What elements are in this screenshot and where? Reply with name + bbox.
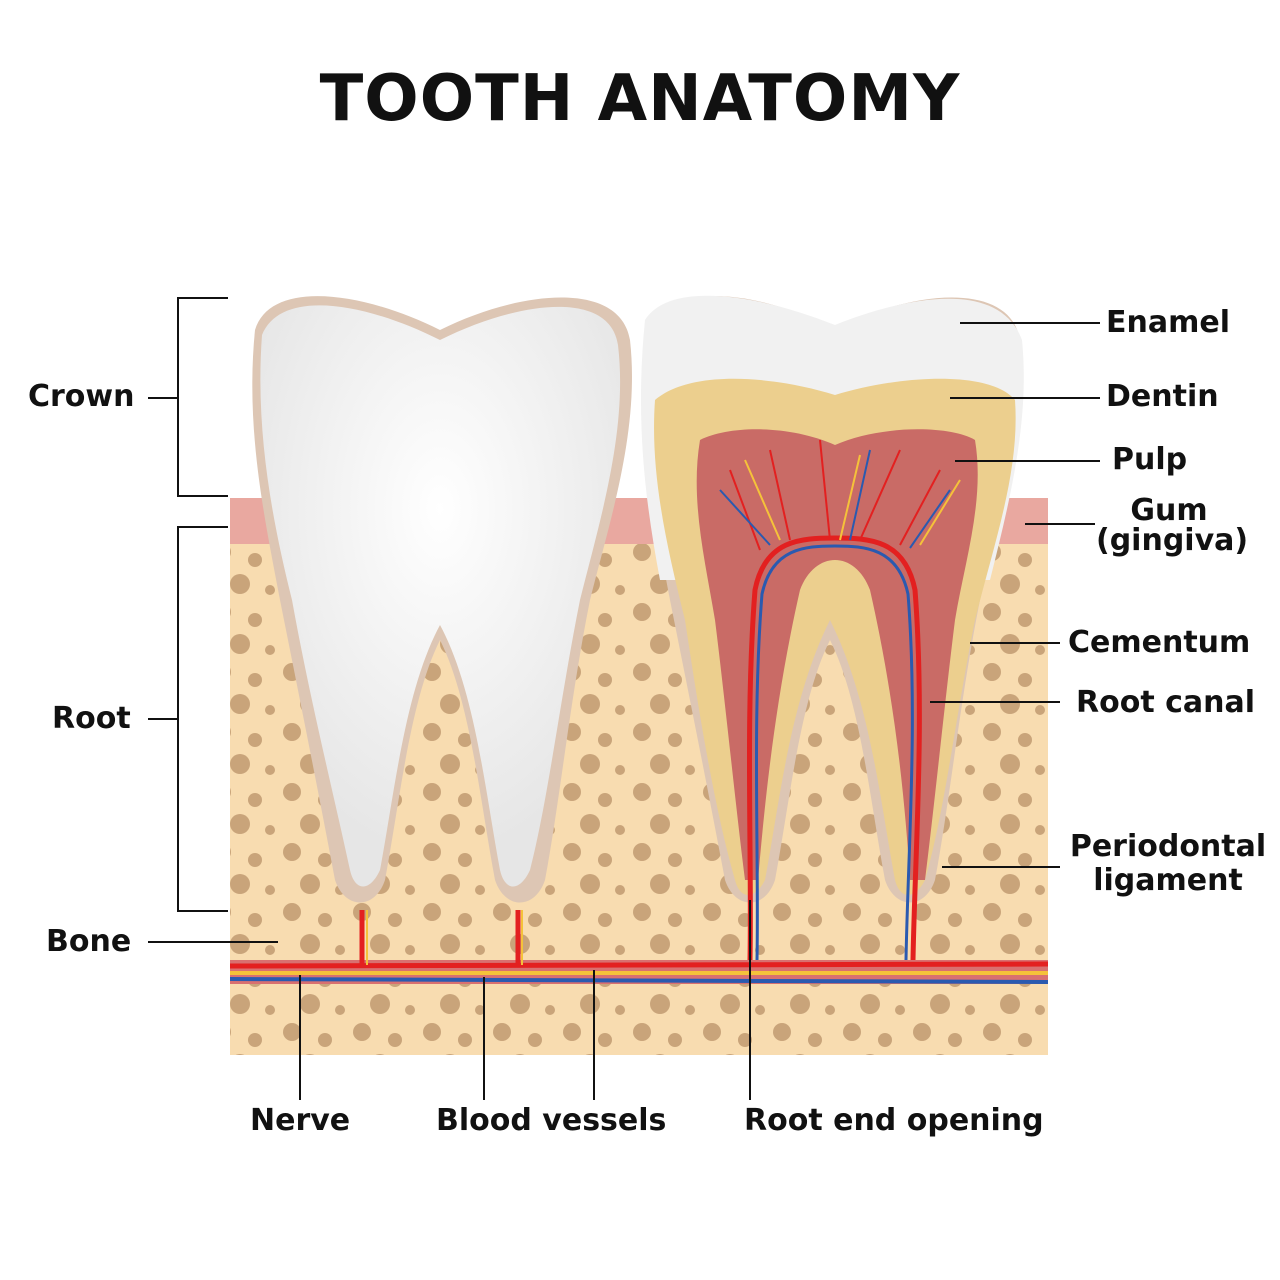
label-gum: Gum (gingiva) xyxy=(1096,493,1249,558)
label-enamel: Enamel xyxy=(1106,305,1230,340)
label-root: Root xyxy=(52,701,131,736)
gum-sub-text: (gingiva) xyxy=(1096,523,1249,558)
periodontal-sub-text: ligament xyxy=(1093,863,1243,898)
label-nerve: Nerve xyxy=(250,1103,351,1138)
label-root-end-opening: Root end opening xyxy=(744,1103,1044,1138)
label-periodontal: Periodontal ligament xyxy=(1068,830,1268,898)
periodontal-text: Periodontal xyxy=(1069,829,1267,864)
label-crown: Crown xyxy=(28,379,135,414)
label-cementum: Cementum xyxy=(1068,625,1251,660)
label-root-canal: Root canal xyxy=(1076,685,1256,720)
gum-text: Gum xyxy=(1130,493,1208,528)
label-pulp: Pulp xyxy=(1112,442,1188,477)
label-bone: Bone xyxy=(46,924,132,959)
label-blood-vessels: Blood vessels xyxy=(436,1103,667,1138)
page-title: TOOTH ANATOMY xyxy=(319,62,961,136)
left-tooth xyxy=(260,305,621,887)
label-dentin: Dentin xyxy=(1106,379,1219,414)
